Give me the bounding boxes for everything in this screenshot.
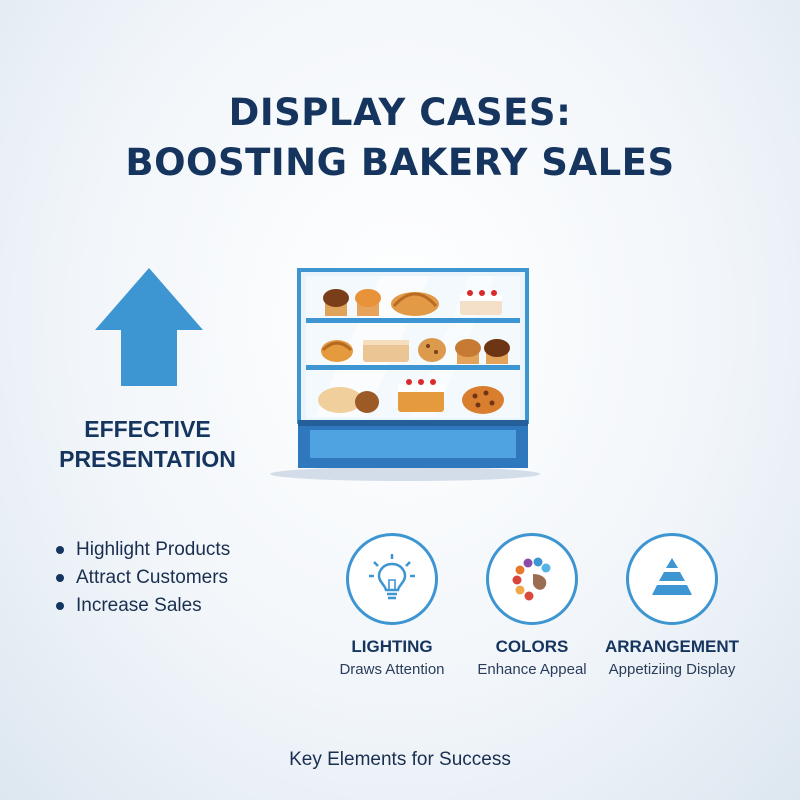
up-arrow-icon bbox=[95, 268, 203, 386]
bakery-display-case-illustration bbox=[270, 268, 540, 481]
pyramid-icon bbox=[652, 558, 692, 595]
heading-line-2: PRESENTATION bbox=[59, 446, 236, 472]
title-line-1: DISPLAY CASES: bbox=[228, 91, 572, 134]
feature-description: Draws Attention bbox=[339, 661, 445, 678]
feature-label: COLORS bbox=[495, 637, 569, 656]
feature-label: LIGHTING bbox=[351, 637, 433, 656]
bullet-dot-icon bbox=[56, 574, 64, 582]
feature-arrangement: ARRANGEMENT Appetiziing Display bbox=[587, 533, 757, 679]
shelf-2-items bbox=[321, 338, 510, 364]
feature-lighting: LIGHTING Draws Attention bbox=[307, 533, 477, 679]
list-item: Highlight Products bbox=[56, 536, 230, 564]
bullet-dot-icon bbox=[56, 546, 64, 554]
feature-circle bbox=[626, 533, 718, 625]
light-bulb-icon bbox=[369, 554, 415, 600]
color-palette-icon bbox=[512, 557, 551, 601]
page-title: DISPLAY CASES: BOOSTING BAKERY SALES bbox=[0, 88, 800, 188]
feature-circle bbox=[346, 533, 438, 625]
bullet-text: Attract Customers bbox=[76, 567, 229, 588]
footer-caption: Key Elements for Success bbox=[289, 749, 511, 770]
feature-label: ARRANGEMENT bbox=[604, 637, 740, 656]
feature-circle bbox=[486, 533, 578, 625]
bullet-text: Increase Sales bbox=[76, 595, 202, 616]
effective-presentation-heading: EFFECTIVE PRESENTATION bbox=[40, 414, 255, 474]
bullet-text: Highlight Products bbox=[76, 539, 231, 560]
list-item: Attract Customers bbox=[56, 564, 230, 592]
shelf-1-items bbox=[323, 289, 502, 316]
feature-description: Appetiziing Display bbox=[608, 661, 736, 678]
bullet-dot-icon bbox=[56, 602, 64, 610]
title-line-2: BOOSTING BAKERY SALES bbox=[125, 141, 675, 184]
shelf-3-items bbox=[318, 379, 504, 414]
feature-description: Enhance Appeal bbox=[477, 661, 587, 678]
feature-colors: COLORS Enhance Appeal bbox=[447, 533, 617, 679]
heading-line-1: EFFECTIVE bbox=[84, 416, 211, 442]
list-item: Increase Sales bbox=[56, 592, 230, 620]
benefit-list: Highlight Products Attract Customers Inc… bbox=[56, 536, 230, 620]
